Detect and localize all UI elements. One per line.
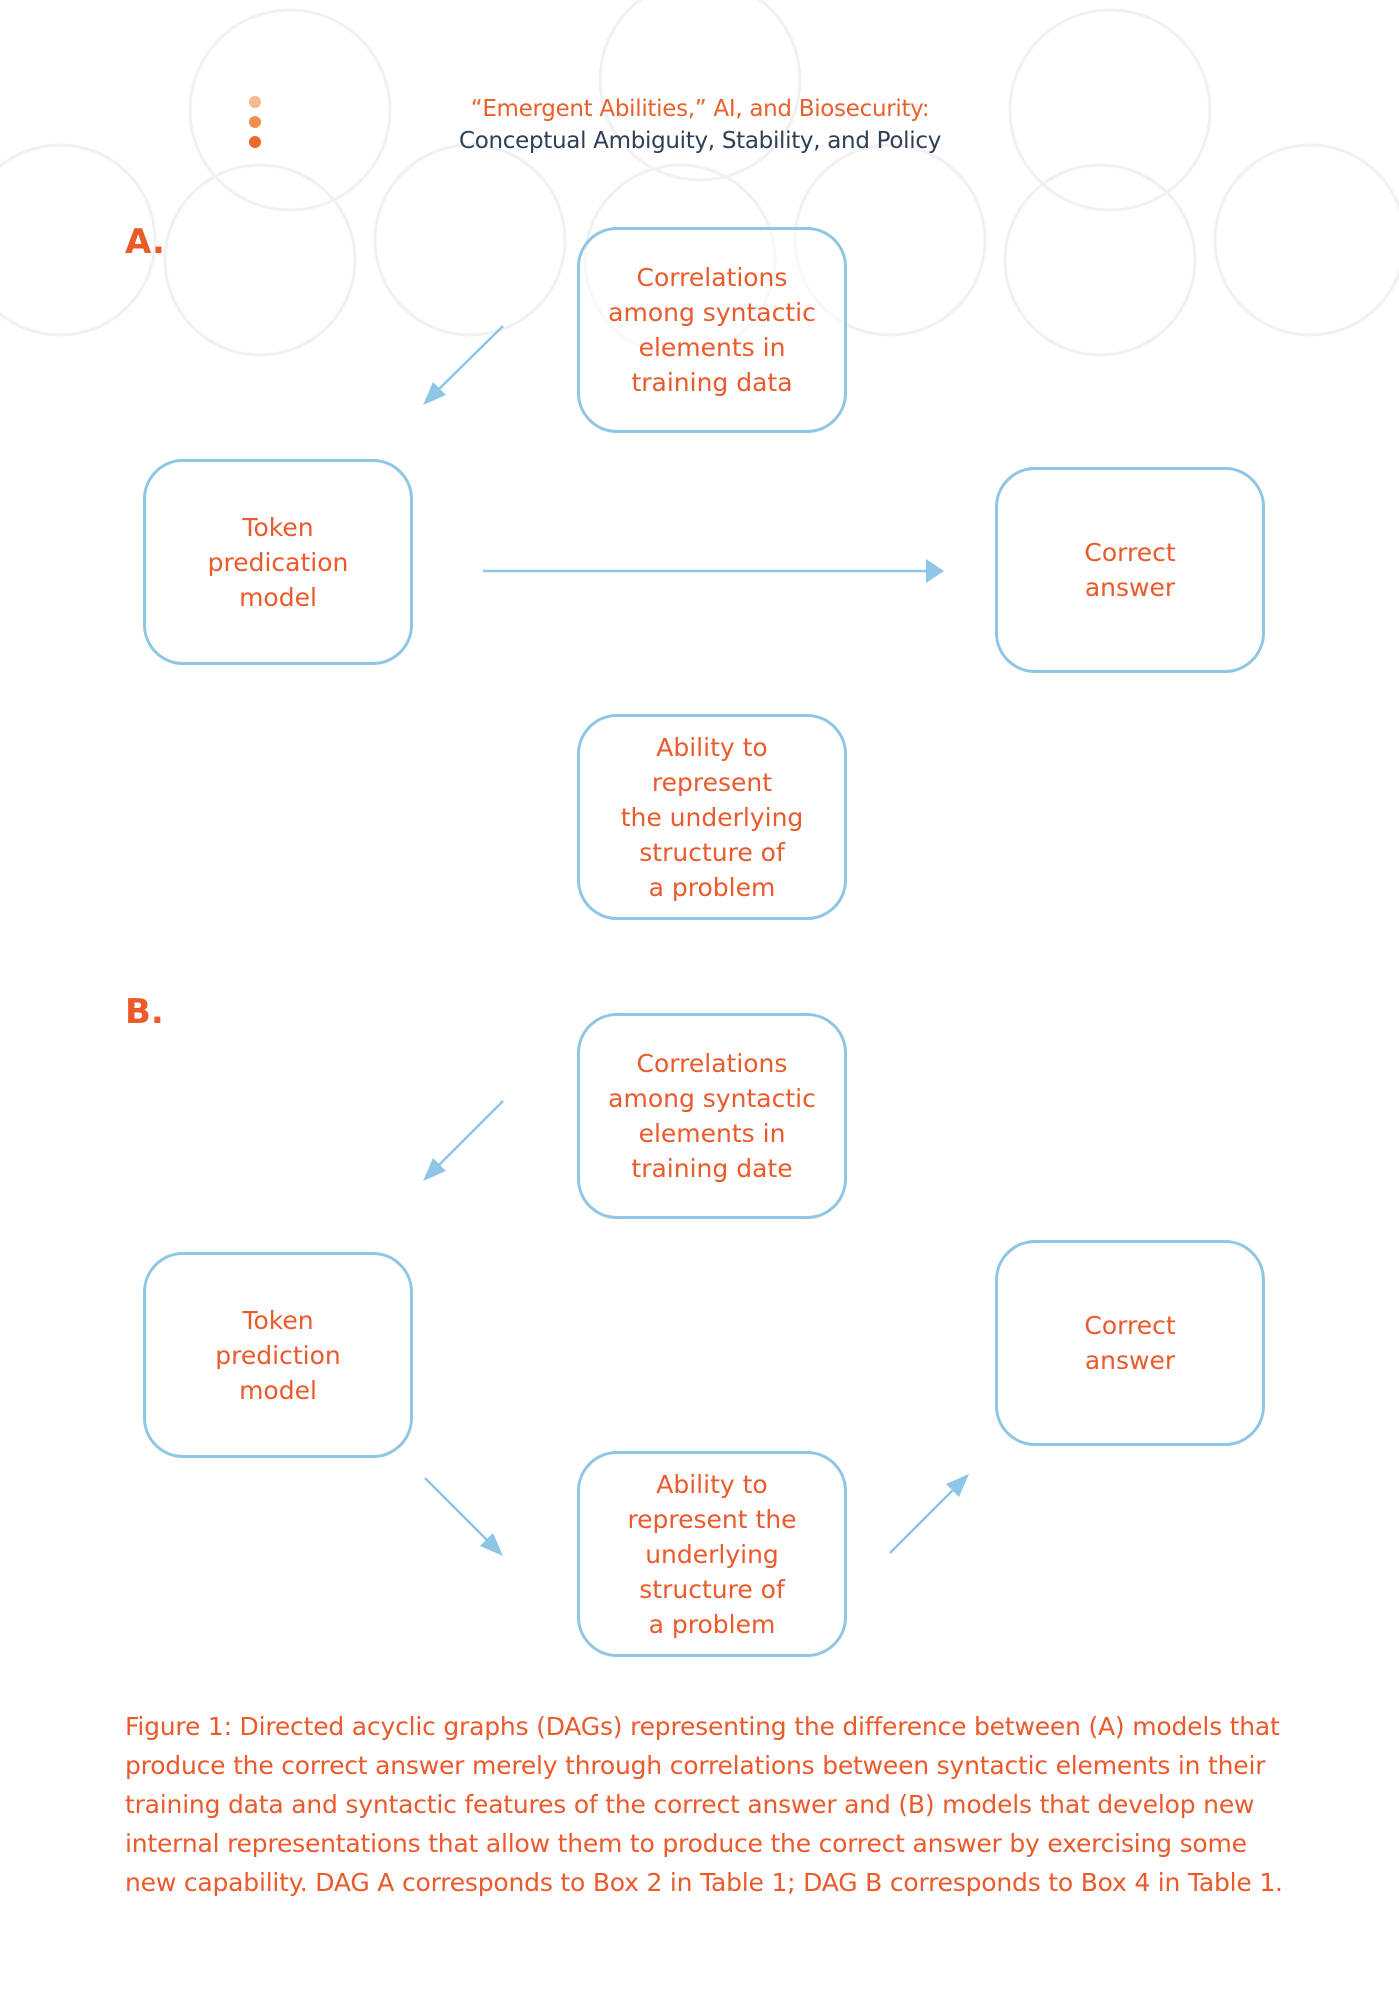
arrowhead-a-token-to-answer <box>926 559 944 583</box>
node-a-correct-answer-text: Correct answer <box>1084 538 1176 602</box>
node-a-ability-text: Ability to represent the underlying stru… <box>620 732 804 902</box>
node-b-token-model: Token prediction model <box>143 1252 413 1458</box>
arrow-b-ability-to-answer <box>889 1482 961 1554</box>
header-title-line2: Conceptual Ambiguity, Stability, and Pol… <box>458 128 942 154</box>
node-a-correlations: Correlations among syntactic elements in… <box>577 227 847 433</box>
arrowhead-b-ability-to-answer <box>946 1474 969 1497</box>
node-a-correlations-text: Correlations among syntactic elements in… <box>608 263 816 397</box>
node-b-correlations: Correlations among syntactic elements in… <box>577 1013 847 1219</box>
dot-light <box>249 96 261 108</box>
arrow-b-token-to-ability <box>424 1477 495 1548</box>
dot-dark <box>249 136 261 148</box>
node-b-ability-text: Ability to represent the underlying stru… <box>627 1469 797 1639</box>
node-a-token-model-text: Token predication model <box>207 512 349 612</box>
node-b-correlations-text: Correlations among syntactic elements in… <box>608 1049 816 1183</box>
dot-mid <box>249 116 261 128</box>
header-title-line1: “Emergent Abilities,” AI, and Biosecurit… <box>470 96 930 122</box>
node-b-correct-answer: Correct answer <box>995 1240 1265 1446</box>
node-b-token-model-text: Token prediction model <box>215 1305 341 1405</box>
arrowhead-b-token-to-ability <box>480 1533 503 1556</box>
arrowhead-b-correlations-to-token <box>423 1158 446 1181</box>
figure-caption: Figure 1: Directed acyclic graphs (DAGs)… <box>125 1712 1283 1897</box>
panel-b-label: B. <box>125 992 164 1032</box>
node-b-correct-answer-text: Correct answer <box>1084 1311 1176 1375</box>
node-a-correct-answer: Correct answer <box>995 467 1265 673</box>
node-b-ability: Ability to represent the underlying stru… <box>577 1451 847 1657</box>
header-dots-icon <box>248 96 262 148</box>
node-a-token-model: Token predication model <box>143 459 413 665</box>
panel-a-label: A. <box>125 222 165 262</box>
node-a-ability: Ability to represent the underlying stru… <box>577 714 847 920</box>
arrow-b-correlations-to-token <box>431 1100 504 1173</box>
